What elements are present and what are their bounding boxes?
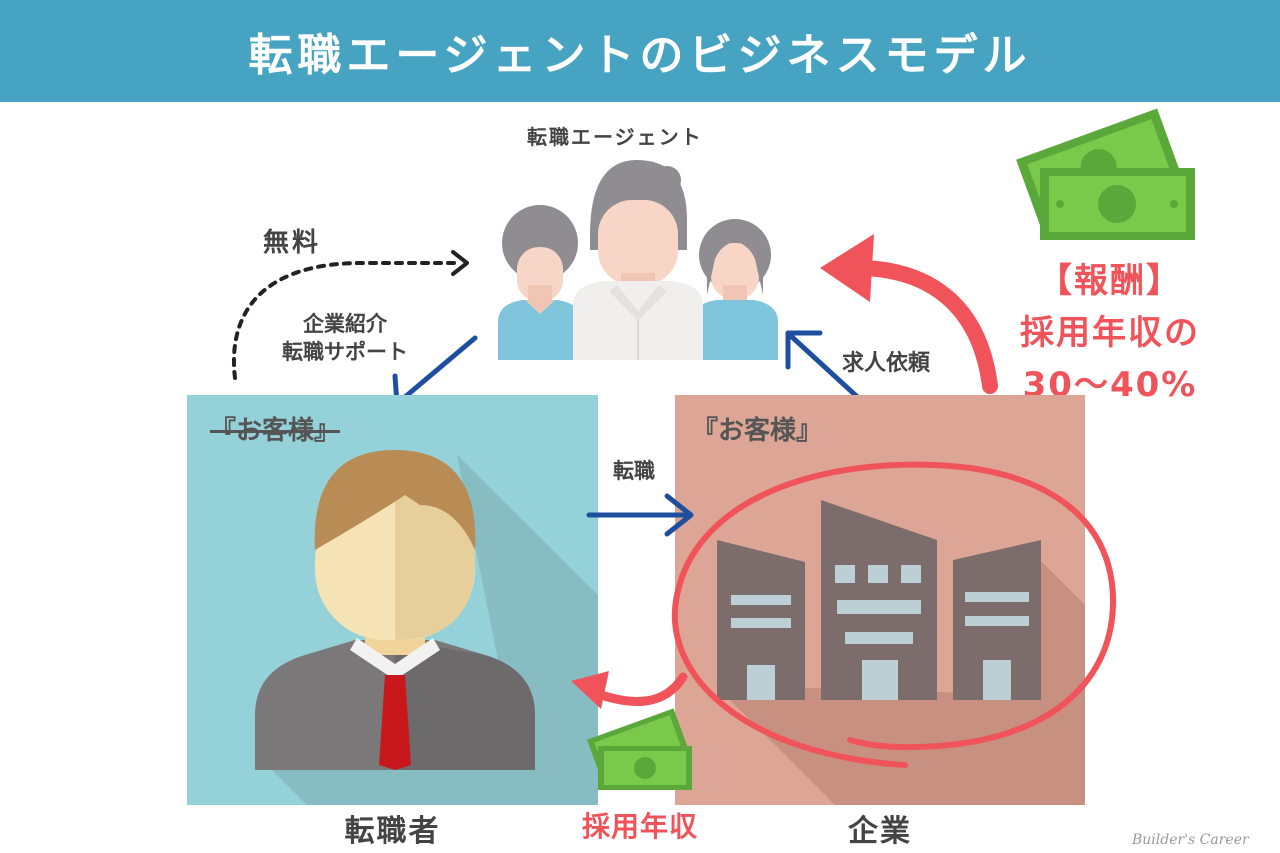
job-seeker-panel xyxy=(187,395,598,805)
support-label: 企業紹介 転職サポート xyxy=(270,310,420,366)
job-change-arrow xyxy=(586,493,694,537)
watermark: Builder's Career xyxy=(1132,832,1249,848)
free-label: 無料 xyxy=(263,228,322,258)
agent-people-icon xyxy=(498,160,778,360)
company-highlight-loop xyxy=(671,461,1117,768)
job-change-label: 転職 xyxy=(613,459,655,483)
title-banner: 転職エージェントのビジネスモデル xyxy=(0,0,1280,102)
job-seeker-customer-label: 『お客様』 xyxy=(210,416,341,446)
job-seeker-caption: 転職者 xyxy=(344,814,441,849)
reward-curved-arrow xyxy=(820,234,998,394)
businessman-icon xyxy=(255,450,535,770)
money-bills-small-icon xyxy=(587,708,692,790)
buildings-icon xyxy=(717,500,1041,700)
salary-arrow xyxy=(571,671,688,709)
money-bills-icon xyxy=(1016,108,1195,240)
support-label-line2: 転職サポート xyxy=(282,340,408,364)
company-caption: 企業 xyxy=(848,814,912,849)
free-dotted-arrow xyxy=(232,250,469,380)
reward-line2: 採用年収の xyxy=(1020,313,1200,353)
request-label: 求人依頼 xyxy=(842,351,931,376)
reward-text: 【報酬】 採用年収の 30〜40% xyxy=(1000,255,1220,411)
panel-shadow xyxy=(715,555,1085,805)
page-title: 転職エージェントのビジネスモデル xyxy=(248,30,1032,81)
salary-label: 採用年収 xyxy=(581,810,698,843)
company-customer-label: 『お客様』 xyxy=(692,416,823,446)
support-label-line1: 企業紹介 xyxy=(303,312,387,336)
request-arrow xyxy=(785,330,867,406)
agent-label: 転職エージェント xyxy=(527,125,703,149)
reward-line1: 【報酬】 xyxy=(1038,261,1182,301)
